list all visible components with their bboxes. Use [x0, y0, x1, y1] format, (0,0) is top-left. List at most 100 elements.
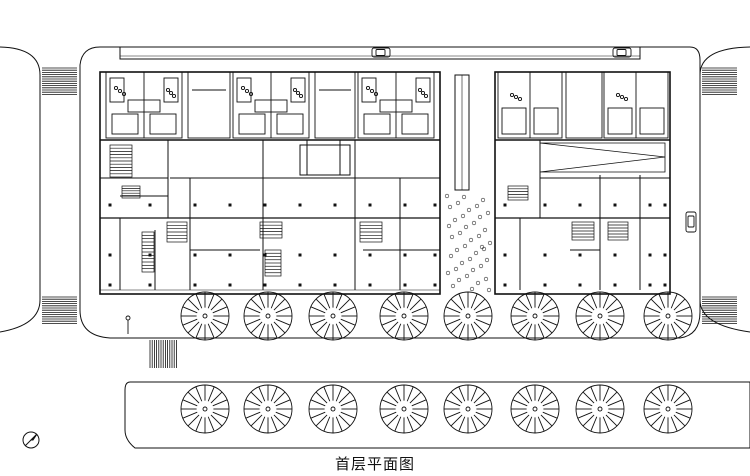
column	[403, 203, 407, 207]
column	[578, 283, 582, 287]
east-building-outline	[494, 71, 671, 295]
room	[607, 107, 633, 135]
tree-branch	[582, 321, 595, 334]
tree-branch	[406, 323, 414, 339]
tree-branch	[537, 293, 545, 309]
tree-branch	[207, 416, 215, 432]
column	[648, 203, 652, 207]
tree-branch	[335, 293, 343, 309]
tree-branch	[605, 414, 618, 427]
tree-branch	[394, 386, 402, 402]
column	[578, 203, 582, 207]
tree-branch	[445, 318, 461, 326]
paver	[454, 247, 460, 253]
tree-branch	[542, 399, 558, 407]
bathroom	[290, 77, 306, 103]
room	[149, 113, 177, 135]
bathroom	[415, 77, 431, 103]
column	[228, 283, 232, 287]
toilet-icon	[365, 85, 371, 91]
tree-branch	[195, 293, 203, 309]
car-icon	[685, 211, 697, 233]
tree-branch	[310, 318, 326, 326]
tree-branch	[645, 306, 661, 314]
tree-branch	[605, 391, 618, 404]
tree-branch	[473, 414, 486, 427]
tree-branch	[335, 386, 343, 402]
tree-trunk	[401, 313, 407, 319]
tree-branch	[273, 414, 286, 427]
toilet-icon	[240, 85, 246, 91]
column	[193, 283, 197, 287]
tree-branch	[512, 399, 528, 407]
tree-branch	[650, 414, 663, 427]
corridor-module	[565, 71, 603, 139]
paver	[452, 217, 458, 223]
paver	[469, 286, 475, 292]
tree-branch	[525, 386, 533, 402]
column	[543, 253, 547, 257]
tree-trunk	[597, 406, 603, 412]
tree-branch	[445, 306, 461, 314]
tree-branch	[310, 399, 326, 407]
column	[503, 203, 507, 207]
tree-branch	[590, 323, 598, 339]
paver	[484, 257, 490, 263]
car-icon	[612, 47, 632, 58]
tree-trunk	[265, 406, 271, 412]
bathroom	[109, 77, 125, 103]
tree-branch	[275, 318, 291, 326]
paver	[461, 194, 467, 200]
paver	[445, 270, 451, 276]
column	[663, 203, 667, 207]
tree-branch	[475, 411, 491, 419]
tree-trunk	[532, 313, 538, 319]
lower-median	[124, 381, 750, 449]
tree-branch	[537, 323, 545, 339]
tree-branch	[470, 323, 478, 339]
tree-branch	[645, 318, 661, 326]
tree-branch	[212, 399, 228, 407]
lobby	[299, 144, 351, 176]
tree-branch	[195, 323, 203, 339]
tree-branch	[207, 386, 215, 402]
tree-trunk	[202, 406, 208, 412]
tree-branch	[411, 318, 427, 326]
staircase-icon	[507, 185, 529, 201]
tree-branch	[411, 411, 427, 419]
paver	[450, 283, 456, 289]
tree-branch	[187, 298, 200, 311]
column	[298, 253, 302, 257]
tree-branch	[273, 391, 286, 404]
tree-trunk	[597, 313, 603, 319]
paver	[471, 220, 477, 226]
tree-trunk	[202, 313, 208, 319]
tree-branch	[270, 323, 278, 339]
tree-branch	[212, 306, 228, 314]
column	[263, 203, 267, 207]
east-ramp	[539, 142, 666, 173]
tree-branch	[338, 391, 351, 404]
paver	[479, 244, 485, 250]
tree-branch	[258, 416, 266, 432]
toilet-icon	[248, 91, 254, 97]
tree-trunk	[665, 406, 671, 412]
column	[228, 253, 232, 257]
tree-branch	[323, 293, 331, 309]
paver	[446, 223, 452, 229]
tree-branch	[381, 306, 397, 314]
tree-branch	[525, 416, 533, 432]
paver	[480, 197, 486, 203]
column	[333, 253, 337, 257]
tree-branch	[658, 386, 666, 402]
tree-branch	[458, 416, 466, 432]
column	[193, 253, 197, 257]
tree-branch	[386, 298, 399, 311]
tree-branch	[310, 306, 326, 314]
paver	[444, 193, 450, 199]
tree-branch	[675, 411, 691, 419]
tree-branch	[675, 399, 691, 407]
tree-branch	[406, 416, 414, 432]
corridor-module	[187, 71, 231, 139]
tree-branch	[525, 323, 533, 339]
